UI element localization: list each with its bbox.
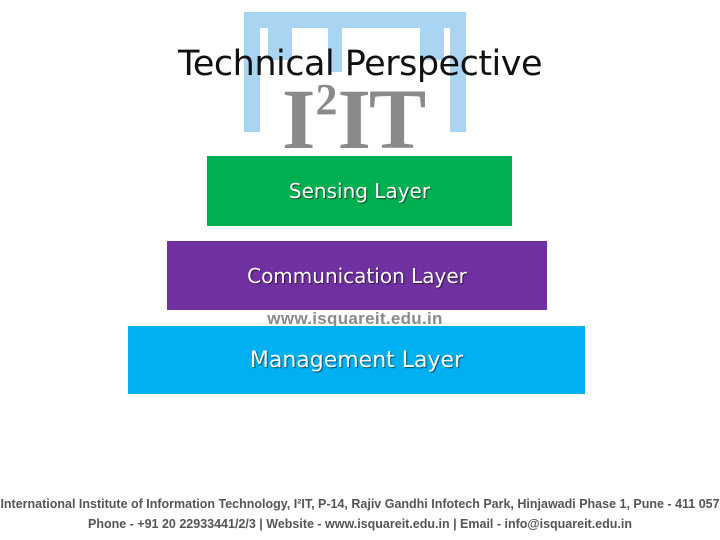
footer: International Institute of Information T… xyxy=(0,494,720,534)
logo-url: www.isquareit.edu.in xyxy=(267,309,443,328)
logo-frame-right xyxy=(450,12,466,132)
communication-layer-box: Communication Layer xyxy=(167,241,547,310)
logo-frame-left xyxy=(244,12,260,132)
management-layer-label: Management Layer xyxy=(249,347,464,373)
footer-address: International Institute of Information T… xyxy=(0,497,720,511)
logo-frame-top xyxy=(244,12,466,28)
logo-text: I2IT xyxy=(282,71,426,167)
watermark-logo: I2IT www.isquareit.edu.in xyxy=(244,12,466,328)
sensing-layer-box: Sensing Layer xyxy=(207,156,512,226)
footer-contact: Phone - +91 20 22933441/2/3 | Website - … xyxy=(87,517,632,531)
logo-frame-inner-right xyxy=(420,20,444,60)
slide-title: Technical Perspective xyxy=(177,44,543,84)
logo-frame-inner-mid xyxy=(328,12,342,72)
communication-layer-label: Communication Layer xyxy=(247,263,467,288)
sensing-layer-label: Sensing Layer xyxy=(288,179,431,203)
logo-frame-inner-left xyxy=(268,20,292,60)
management-layer-box: Management Layer xyxy=(128,326,585,394)
